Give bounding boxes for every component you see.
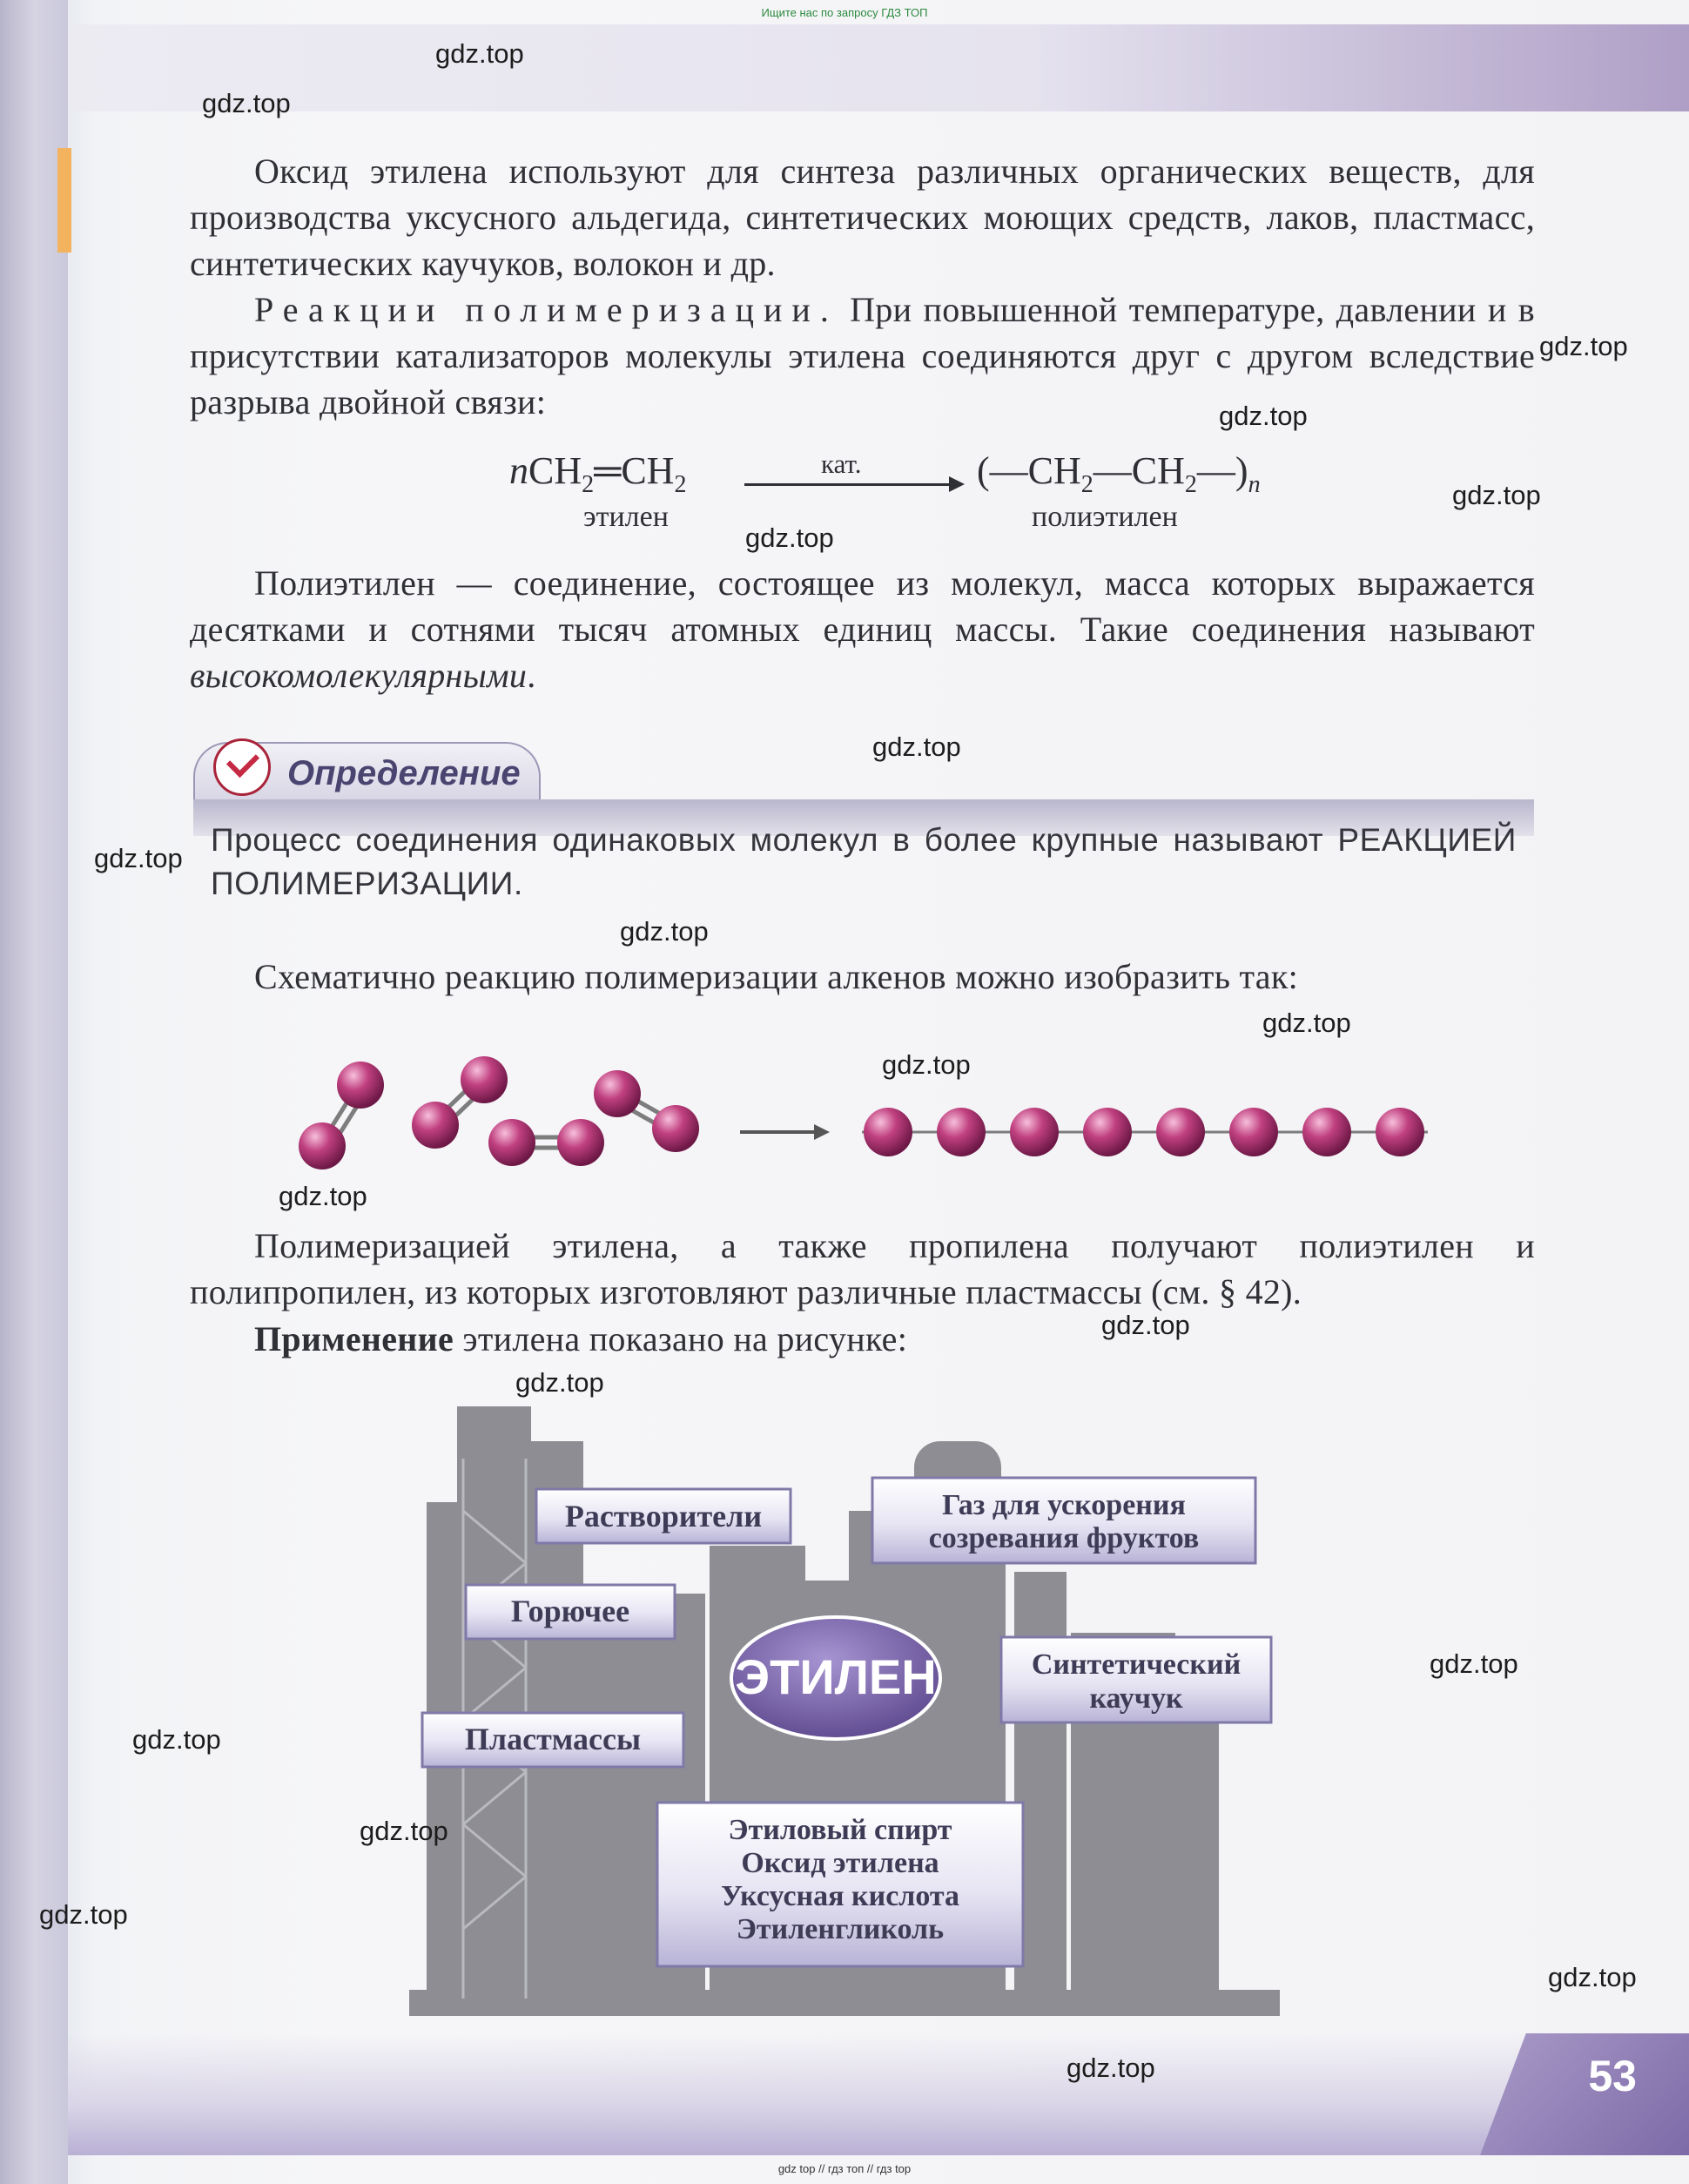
definition-bar <box>193 799 1534 836</box>
paragraph-text: Схематично реакцию полимеризации алкенов… <box>254 957 1299 996</box>
box-fuel-label: Горючее <box>511 1594 629 1628</box>
scheme-arrow <box>740 1124 830 1140</box>
product-formula: (—CH2—CH2—)n <box>977 448 1261 499</box>
paragraph-polyethylene: Полиэтилен — соединение, состоящее из мо… <box>190 560 1535 698</box>
watermark: gdz.top <box>279 1181 367 1211</box>
box-synthetic-rubber: Синтетический каучук <box>999 1635 1273 1724</box>
paragraph-text: Полиэтилен — соединение, состоящее из мо… <box>190 560 1535 698</box>
reactant-ch: CH <box>621 449 675 492</box>
spine-marker <box>57 148 71 253</box>
box-solvents: Растворители <box>535 1487 792 1545</box>
paragraph-text-main: Полиэтилен — соединение, состоящее из мо… <box>190 563 1535 649</box>
watermark: gdz.top <box>620 916 709 947</box>
paragraph-polypropylene: Полимеризацией этилена, а также пропилен… <box>190 1223 1535 1315</box>
product-item: Уксусная кислота <box>721 1880 959 1912</box>
subscript: 2 <box>582 470 595 498</box>
book-spine <box>0 0 68 2184</box>
footer-band <box>68 2033 1689 2155</box>
watermark: gdz.top <box>39 1899 128 1930</box>
term-application: Применение <box>254 1319 454 1358</box>
box-plastics-label: Пластмассы <box>465 1722 641 1756</box>
subscript-n: n <box>1248 470 1261 498</box>
paragraph-text: Полимеризацией этилена, а также пропилен… <box>190 1226 1535 1311</box>
watermark: gdz.top <box>1101 1310 1190 1340</box>
box-solvents-label: Растворители <box>565 1499 762 1534</box>
box-rubber-line1: Синтетический <box>1032 1648 1241 1681</box>
header-band <box>68 24 1689 111</box>
reaction-arrow-head <box>949 476 965 492</box>
paragraph-scheme: Схематично реакцию полимеризации алкенов… <box>190 954 1535 1000</box>
box-fruit-gas: Газ для ускорения созревания фруктов <box>871 1476 1257 1565</box>
watermark: gdz.top <box>360 1816 448 1846</box>
catalyst-label: кат. <box>821 448 862 479</box>
product-item: Этиленгликоль <box>737 1913 944 1945</box>
ethylene-molecule-4 <box>594 1070 699 1152</box>
watermark: gdz.top <box>872 731 961 762</box>
watermark: gdz.top <box>202 88 291 118</box>
box-fruit-gas-line2: созревания фруктов <box>929 1522 1200 1554</box>
page-number: 53 <box>1588 2052 1637 2100</box>
polymerization-scheme <box>299 1056 1428 1170</box>
bottom-note: gdz top // гдз топ // гдз top <box>777 2162 912 2175</box>
watermark: gdz.top <box>1067 2053 1155 2083</box>
product-item: Этиловый спирт <box>728 1814 952 1846</box>
ethylene-molecule-2 <box>412 1056 508 1149</box>
subscript: 2 <box>674 470 687 498</box>
product-open: (—CH <box>977 449 1081 492</box>
watermark: gdz.top <box>1430 1648 1518 1679</box>
definition-title: Определение <box>287 754 521 792</box>
subscript: 2 <box>1184 470 1197 498</box>
paragraph-application: Применение этилена показано на рисунке: <box>190 1316 1535 1362</box>
ethylene-molecule-3 <box>488 1119 604 1166</box>
check-icon <box>213 738 271 796</box>
watermark: gdz.top <box>882 1049 971 1080</box>
paragraph-end: . <box>527 656 536 695</box>
polymerization-equation: nCH2═CH2 кат. (—CH2—CH2—)n этилен полиэт… <box>488 448 1341 536</box>
coefficient-n: n <box>509 449 528 492</box>
watermark: gdz.top <box>132 1724 221 1755</box>
product-dash: —CH <box>1093 449 1185 492</box>
reactant-label: этилен <box>583 501 669 533</box>
watermark: gdz.top <box>1539 331 1628 361</box>
watermark: gdz.top <box>1262 1008 1351 1038</box>
watermark: gdz.top <box>435 38 524 69</box>
box-fuel: Горючее <box>464 1583 676 1641</box>
watermark: gdz.top <box>515 1367 604 1398</box>
paragraph-text: Реакции полимеризации. При повышенной те… <box>190 286 1535 425</box>
term-high-molecular: высокомолекулярными <box>190 656 528 695</box>
reaction-arrow <box>744 483 953 486</box>
paragraph-text: Оксид этилена используют для синтеза раз… <box>190 152 1535 283</box>
box-fruit-gas-line1: Газ для ускорения <box>942 1489 1186 1521</box>
reactant-ch: CH <box>528 449 582 492</box>
watermark: gdz.top <box>94 843 183 873</box>
subscript: 2 <box>1080 470 1093 498</box>
ethylene-application-diagram: ЭТИЛЕН Растворители Горючее Пластмассы Г… <box>409 1406 1280 2016</box>
double-bond: ═ <box>594 449 622 492</box>
ethylene-center <box>730 1615 942 1741</box>
ethylene-center-label: ЭТИЛЕН <box>735 1649 936 1704</box>
box-ethylene-products: Этиловый спирт Оксид этилена Уксусная ки… <box>656 1801 1025 1968</box>
top-note: Ищите нас по запросу ГДЗ ТОП <box>761 6 928 19</box>
product-item: Оксид этилена <box>741 1847 939 1879</box>
watermark: gdz.top <box>1219 401 1308 431</box>
paragraph-text-rest: При повышенной температуре, давлении и в… <box>190 290 1535 421</box>
watermark: gdz.top <box>745 522 834 553</box>
paragraph-text-rest: этилена показано на рисунке: <box>454 1319 908 1358</box>
reactant-formula: nCH2═CH2 <box>509 448 686 499</box>
watermark: gdz.top <box>1452 480 1541 510</box>
paragraph-ethylene-oxide: Оксид этилена используют для синтеза раз… <box>190 148 1535 286</box>
box-rubber-line2: каучук <box>1089 1682 1183 1715</box>
ethylene-molecule-1 <box>299 1062 384 1170</box>
definition-text: Процесс соединения одинаковых молекул в … <box>211 822 1517 901</box>
product-close: —) <box>1196 449 1248 492</box>
product-label: полиэтилен <box>1032 501 1178 533</box>
polymer-chain <box>862 1108 1428 1156</box>
watermark: gdz.top <box>1548 1962 1637 1992</box>
term-polymerization: Реакции полимеризации. <box>254 290 838 329</box>
box-plastics: Пластмассы <box>421 1711 685 1769</box>
paragraph-polymerization: Реакции полимеризации. При повышенной те… <box>190 286 1535 425</box>
paragraph-text: Применение этилена показано на рисунке: <box>190 1316 1535 1362</box>
